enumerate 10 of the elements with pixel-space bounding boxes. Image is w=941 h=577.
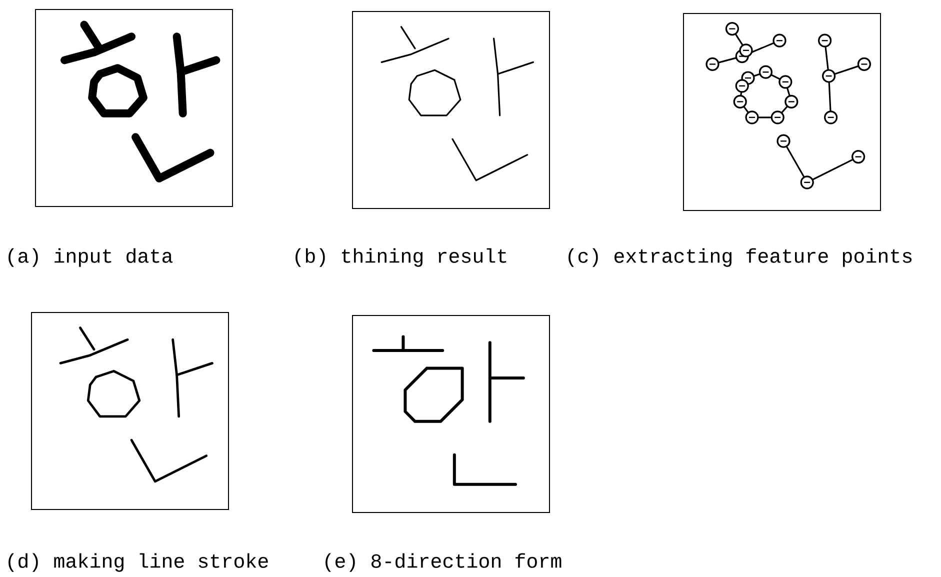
caption: (e) 8-direction form (326, 553, 562, 572)
picture-panel (352, 315, 550, 513)
caption: (c) extracting feature points (568, 248, 912, 267)
picture-panel (352, 11, 550, 209)
picture-panel (35, 9, 233, 207)
picture-panel (31, 312, 229, 510)
caption: (b) thining result (296, 248, 506, 267)
caption: (d) making line stroke (8, 553, 268, 572)
caption: (a) input data (8, 248, 173, 267)
picture-panel (683, 13, 881, 211)
